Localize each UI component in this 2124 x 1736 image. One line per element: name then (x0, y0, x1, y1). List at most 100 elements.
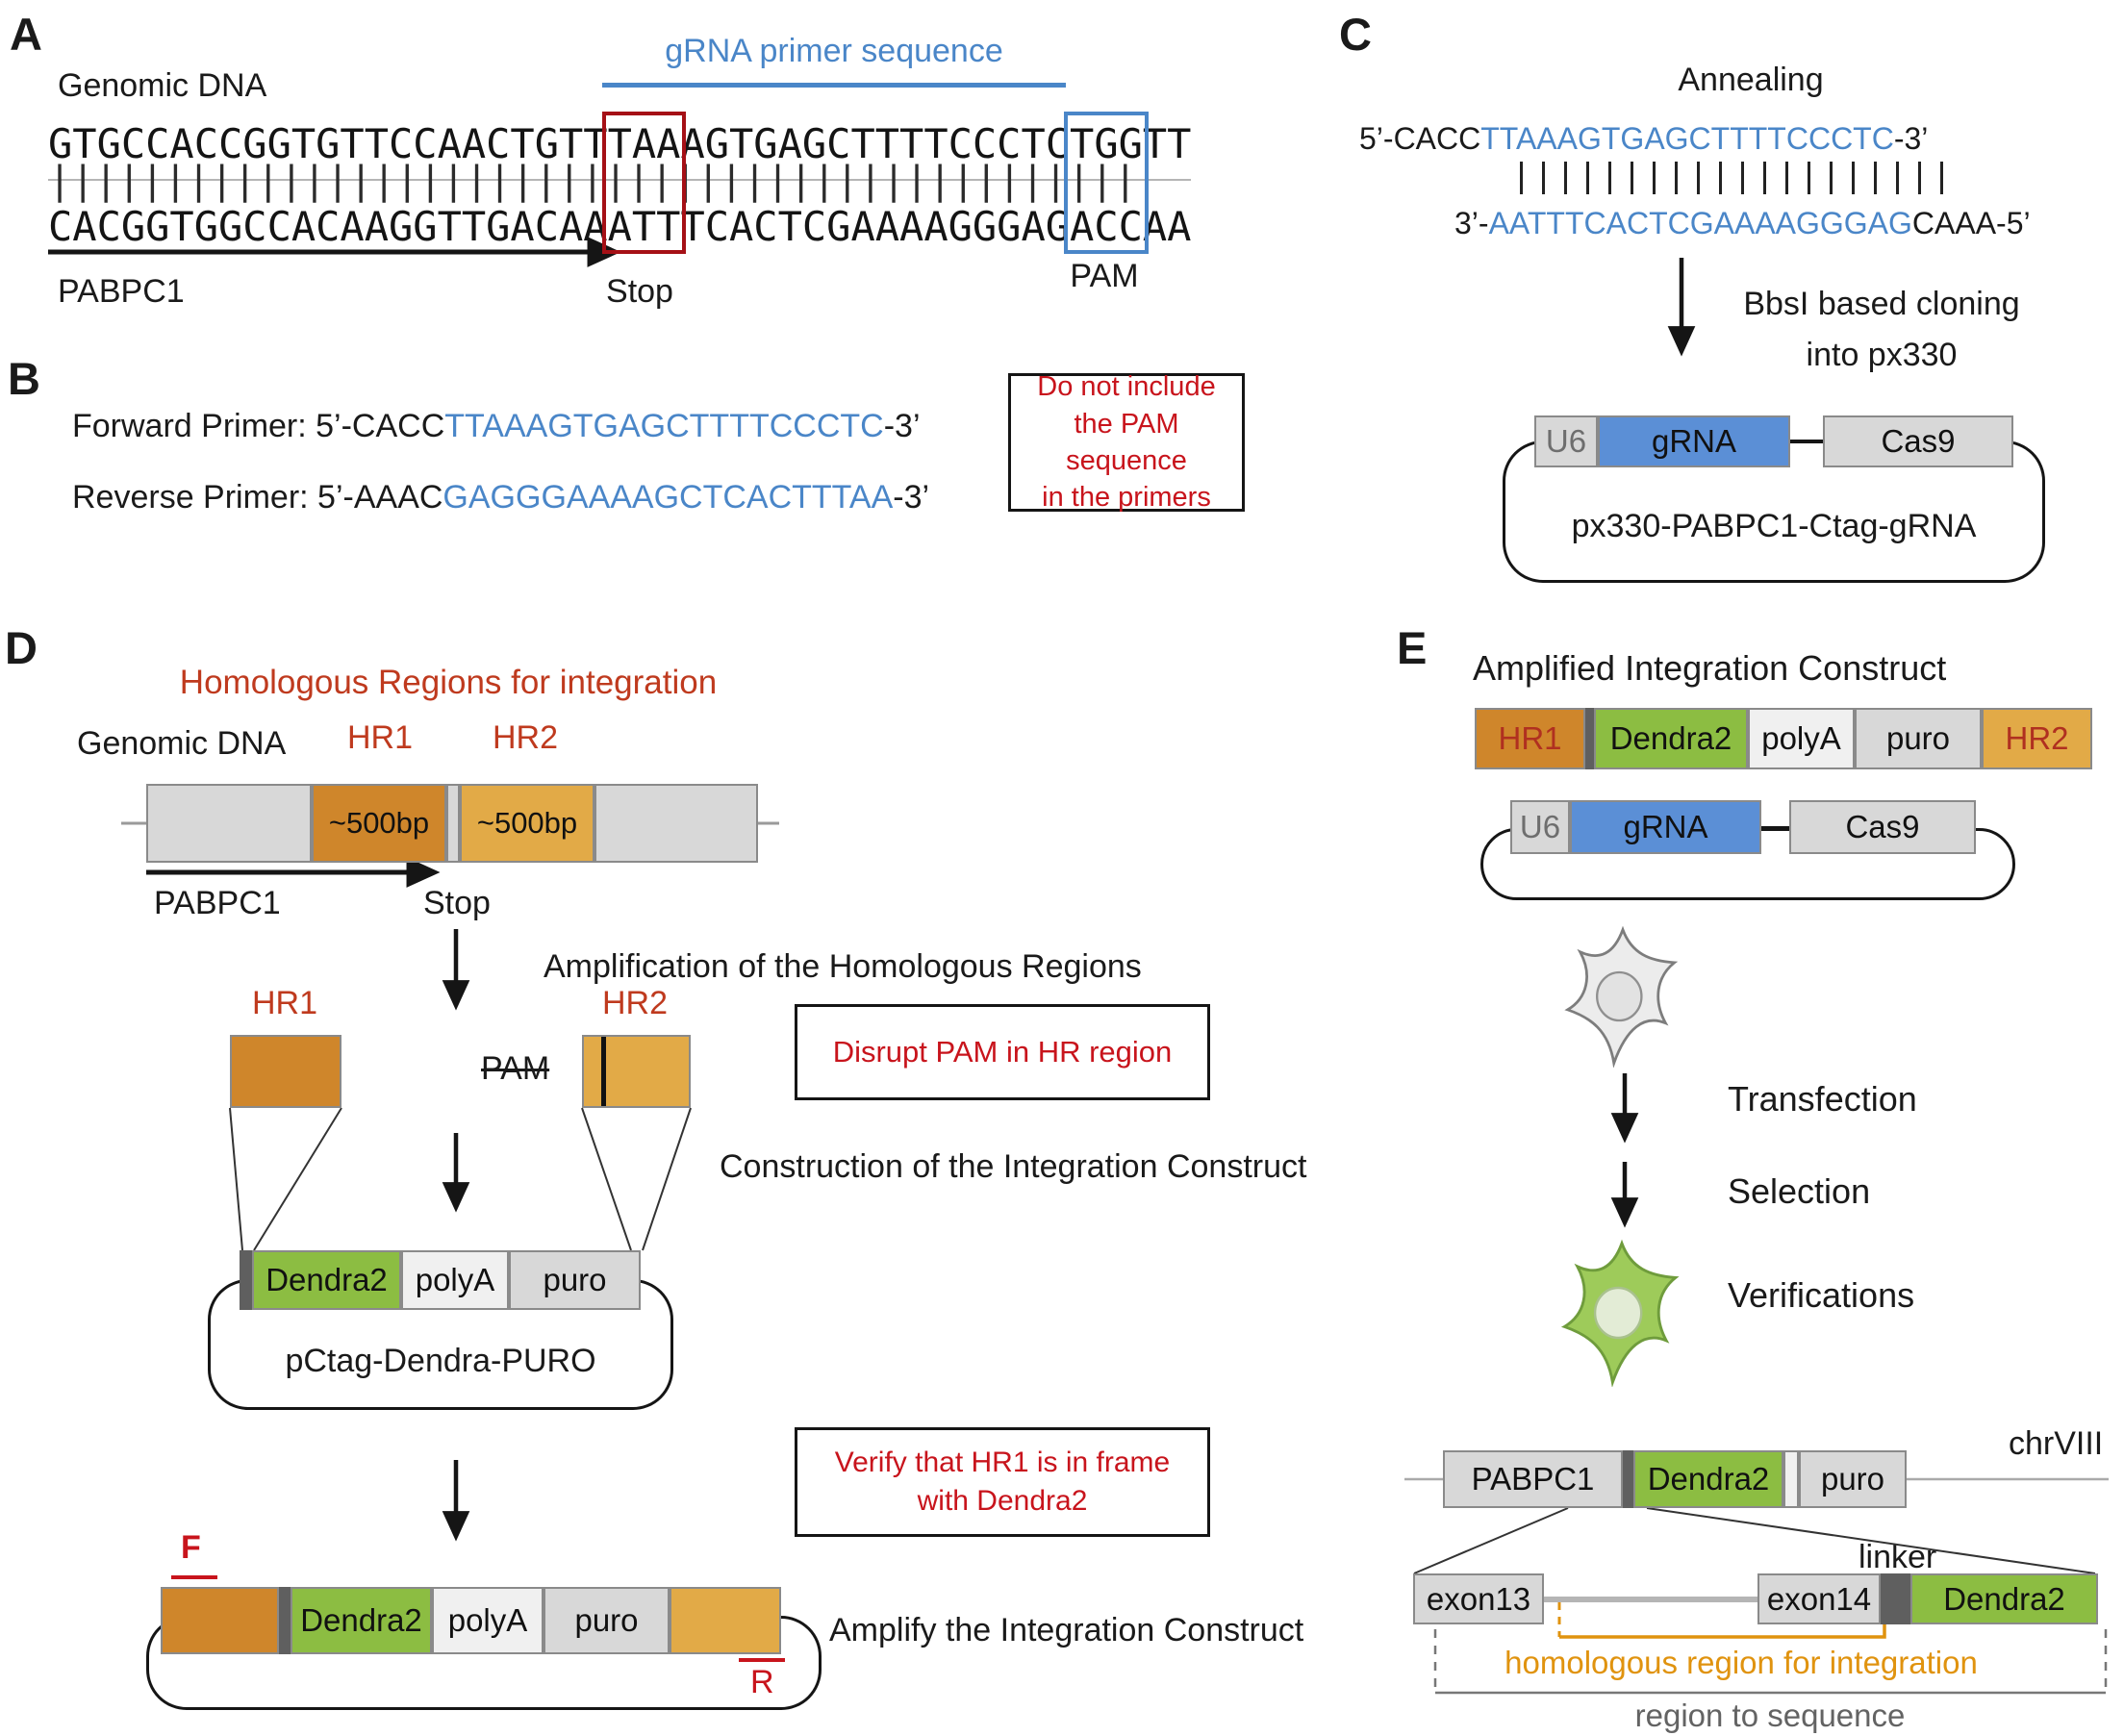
hr1-construct-box: HR1 (1475, 708, 1585, 769)
cloning-line1: BbsI based cloning (1743, 286, 2020, 322)
hr1-final-box (161, 1587, 279, 1654)
dendra2-insertion-box: Dendra2 (1910, 1573, 2098, 1624)
reverse-primer-r-label: R (750, 1664, 774, 1700)
cas9-box-e: Cas9 (1789, 800, 1976, 854)
verify-note-line2: with Dendra2 (917, 1485, 1088, 1517)
cloning-line2: into px330 (1806, 336, 1958, 373)
u6-promoter-box-e: U6 (1510, 800, 1570, 854)
pam-strikethrough-label: PAM (481, 1050, 550, 1087)
verify-frame-note-box: Verify that HR1 is in frame with Dendra2 (795, 1427, 1210, 1537)
polya-construct-box: polyA (1748, 708, 1855, 769)
verify-note-line1: Verify that HR1 is in frame (834, 1447, 1171, 1479)
stop-codon-box (601, 112, 687, 254)
forward-primer: Forward Primer: 5’-CACCTTAAAGTGAGCTTTTCC… (72, 408, 921, 444)
pam-warning-line2: the PAM sequence (1066, 408, 1187, 476)
panel-d-label: D (5, 622, 38, 673)
amplify-step-label: Amplify the Integration Construct (829, 1612, 1304, 1648)
dna-duplex: GTGCCACCGGTGTTCCAACTGTTTAAAGTGAGCTTTTCCC… (48, 112, 1231, 264)
genomic-segment-right (594, 784, 758, 863)
panel-b-label: B (8, 353, 41, 404)
pam-codon-box (1064, 112, 1149, 254)
homologous-regions-title: Homologous Regions for integration (179, 664, 718, 701)
hr2-construct-box: HR2 (1982, 708, 2092, 769)
u6-promoter-box-c: U6 (1534, 415, 1598, 467)
chrviii-label: chrVIII (2009, 1425, 2104, 1462)
reverse-primer: Reverse Primer: 5’-AAACGAGGGAAAAGCTCACTT… (72, 479, 930, 516)
genomic-dna-label-d: Genomic DNA (77, 725, 287, 762)
amplification-step-label: Amplification of the Homologous Regions (544, 948, 1142, 985)
pam-warning-line3: in the primers (1042, 482, 1211, 514)
hr1-funnel-left (229, 1107, 243, 1251)
r-primer-overline (739, 1658, 785, 1662)
pam-label-a: PAM (1070, 258, 1139, 294)
pabpc1-label-a: PABPC1 (58, 273, 185, 310)
grna-primer-underline (602, 83, 1066, 88)
dendra2-box-pctag: Dendra2 (252, 1250, 401, 1310)
polya-box-pctag: polyA (401, 1250, 509, 1310)
grna-box-e: gRNA (1570, 800, 1761, 854)
cas9-box-c: Cas9 (1823, 415, 2013, 467)
basepair-ticks: ||||||||||||||||||||||||||||||||||||||||… (48, 159, 1137, 203)
pam-warning-box: Do not include the PAM sequence in the p… (1008, 371, 1245, 513)
genomic-segment-left (146, 784, 312, 863)
homologous-region-label: homologous region for integration (1504, 1645, 1978, 1680)
chr-gap-box (1783, 1450, 1799, 1508)
linker-chr-box (1623, 1450, 1633, 1508)
dendra2-chr-box: Dendra2 (1633, 1450, 1783, 1508)
bottom-oligo: 3’-AATTTCACTCGAAAAGGGAGCAAA-5’ (1454, 206, 2031, 240)
annealing-ticks (1520, 162, 1943, 194)
homologous-bracket (1559, 1624, 1886, 1639)
cloning-step-label: BbsI based cloning into px330 (1714, 279, 2049, 380)
pctag-plasmid-name: pCtag-Dendra-PURO (285, 1343, 596, 1379)
transfection-label: Transfection (1728, 1079, 1917, 1119)
genomic-segment-gap (446, 784, 460, 863)
top-oligo: 5’-CACCTTAAAGTGAGCTTTTCCCTC-3’ (1359, 121, 1929, 156)
top-strand: GTGCCACCGGTGTTCCAACTGTTTAAAGTGAGCTTTTCCC… (48, 120, 1192, 167)
hr1-label-top: HR1 (347, 719, 414, 756)
f-primer-underline (171, 1575, 217, 1579)
grna-primer-label: gRNA primer sequence (665, 33, 1003, 69)
hr2-funnel-right (642, 1107, 692, 1251)
dendra2-construct-box: Dendra2 (1594, 708, 1748, 769)
stop-label-d: Stop (423, 885, 491, 921)
linker-label: linker (1858, 1539, 1937, 1575)
linker-final-box (279, 1587, 291, 1654)
amplified-construct-title: Amplified Integration Construct (1473, 648, 1947, 688)
exon14-box: exon14 (1757, 1573, 1881, 1624)
basepair-line (48, 179, 1192, 181)
insertion-funnel-left (1413, 1507, 1569, 1574)
puro-construct-box: puro (1855, 708, 1982, 769)
polya-final-box: polyA (432, 1587, 544, 1654)
pabpc1-chr-box: PABPC1 (1443, 1450, 1623, 1508)
px330-plasmid-name: px330-PABPC1-Ctag-gRNA (1571, 508, 1977, 544)
stop-label-a: Stop (606, 273, 673, 310)
panel-a-label: A (10, 9, 43, 60)
pabpc1-label-d: PABPC1 (154, 885, 281, 921)
hr1-amplicon-box (230, 1035, 341, 1108)
puro-final-box: puro (544, 1587, 670, 1654)
hr2-label-top: HR2 (493, 719, 559, 756)
hr1-region-box: ~500bp (312, 784, 446, 863)
forward-primer-f-label: F (181, 1529, 201, 1566)
panel-c-label: C (1339, 9, 1373, 60)
untransfected-cell-icon (1564, 925, 1679, 1068)
disrupt-pam-note: Disrupt PAM in HR region (832, 1034, 1173, 1069)
hr2-region-box: ~500bp (460, 784, 594, 863)
annealing-label: Annealing (1678, 62, 1824, 98)
panel-e-label: E (1397, 622, 1429, 673)
construction-step-label: Construction of the Integration Construc… (720, 1148, 1307, 1185)
puro-chr-box: puro (1799, 1450, 1907, 1508)
pam-warning-line1: Do not include (1037, 371, 1216, 403)
transfected-cell-icon (1560, 1239, 1680, 1387)
hr2-label-mid: HR2 (602, 985, 669, 1021)
genomic-dna-label-a: Genomic DNA (58, 67, 267, 104)
linker-insertion-box (1881, 1573, 1910, 1624)
disrupt-pam-note-box: Disrupt PAM in HR region (795, 1004, 1210, 1100)
bottom-strand: CACGGTGGCCACAAGGTTGACAAATTTCACTCGAAAAGGG… (48, 203, 1192, 250)
selection-label: Selection (1728, 1171, 1871, 1211)
puro-box-pctag: puro (509, 1250, 641, 1310)
hr2-final-box (670, 1587, 781, 1654)
linker-box-pctag (240, 1250, 252, 1310)
grna-box-c: gRNA (1598, 415, 1790, 467)
hr2-amplicon-box (582, 1035, 691, 1108)
